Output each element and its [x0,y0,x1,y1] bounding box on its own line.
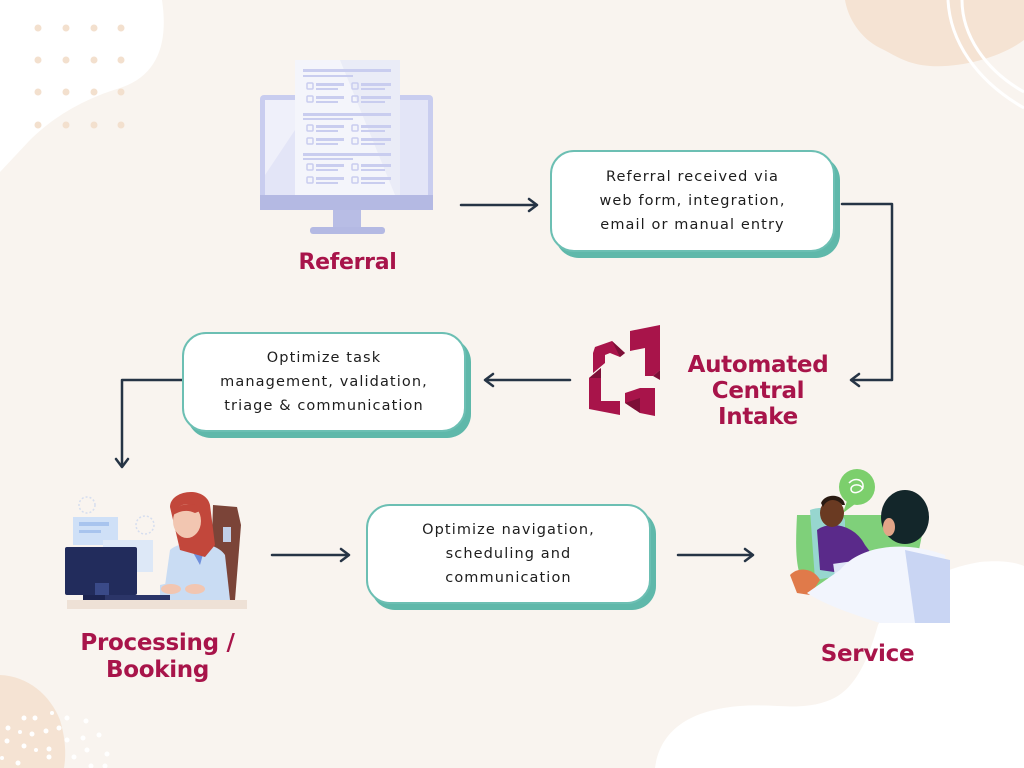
intake-label: Automated Central Intake [668,352,848,430]
optimize-task-line-3: triage & communication [224,398,424,414]
bg-blob-bottom-left [0,675,66,768]
doctor-patient-icon [790,469,950,623]
received-box: Referral received via web form, integrat… [550,150,835,252]
bg-wave-top-left [0,0,164,172]
optimize-task-line-2: management, validation, [220,374,428,390]
bg-dots-bottom-left [0,711,110,768]
intake-label-line-2: Central Intake [711,378,805,430]
optimize-nav-line-3: communication [445,570,572,586]
optimize-nav-box: Optimize navigation, scheduling and comm… [366,504,651,604]
processing-label-line-1: Processing / [80,630,235,656]
computer-form-icon [260,60,433,234]
referral-node [255,55,445,285]
referral-label: Referral [298,250,397,275]
received-line-2: web form, integration, [599,193,786,209]
processing-label: Processing / Booking [65,630,250,684]
processing-node [65,485,255,615]
optimize-nav-line-2: scheduling and [445,546,572,562]
intake-node [585,323,665,418]
intake-label-line-1: Automated [687,352,829,378]
service-node [785,465,955,630]
clerk-at-computer-icon [65,492,247,609]
processing-label-line-2: Booking [105,657,210,683]
optimize-task-line-1: Optimize task [266,350,382,366]
bg-blob-top-right [845,0,1024,67]
optimize-nav-line-1: Optimize navigation, [422,522,595,538]
service-label: Service [820,641,915,667]
received-line-1: Referral received via [606,169,779,185]
bg-dots-top-left [34,24,125,129]
received-line-3: email or manual entry [600,217,785,233]
optimize-task-box: Optimize task management, validation, tr… [182,332,466,432]
cross-logo-icon [589,325,660,416]
